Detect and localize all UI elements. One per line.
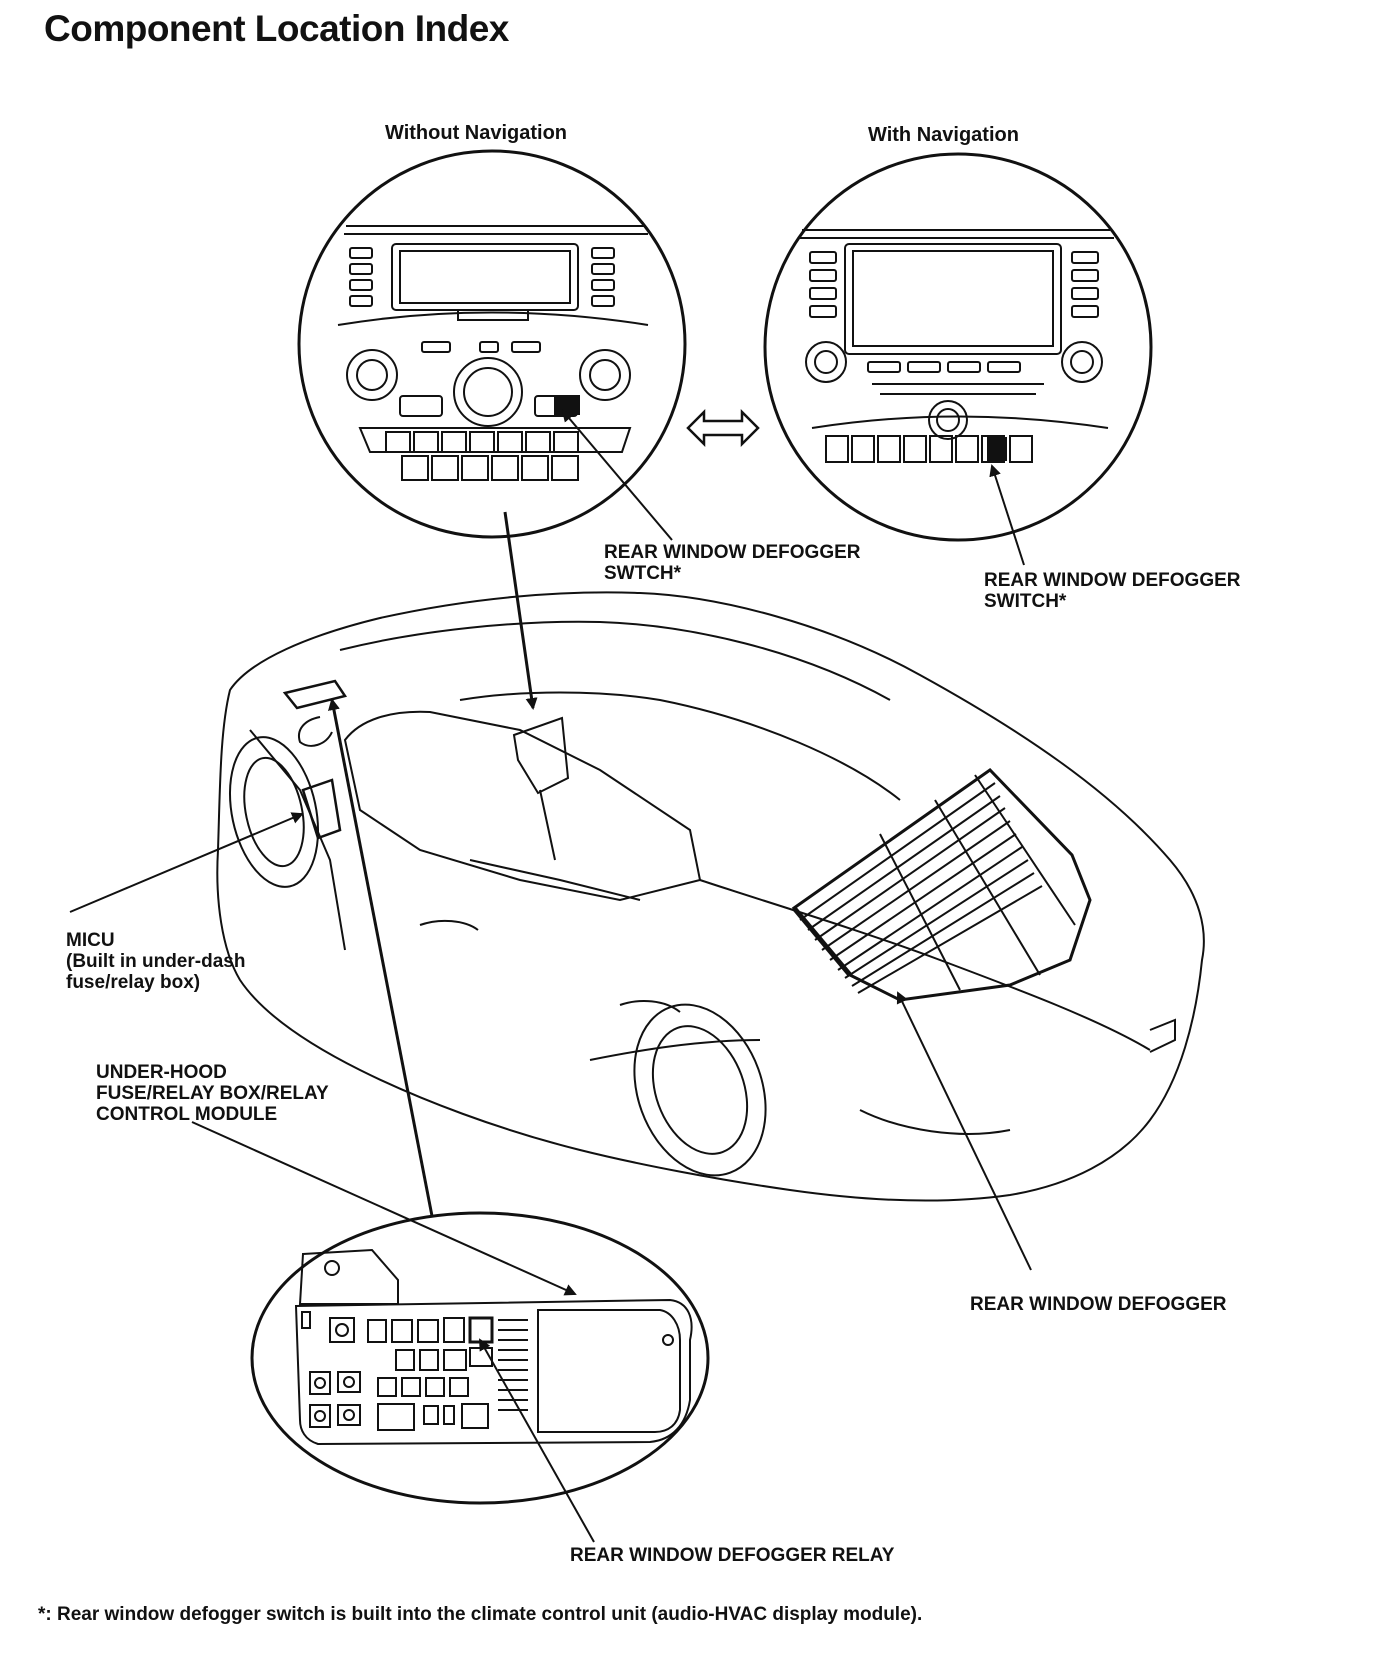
label-line: MICU (66, 930, 115, 951)
label-line: CONTROL MODULE (96, 1104, 278, 1125)
page-title: Component Location Index (44, 8, 509, 49)
label-line: REAR WINDOW DEFOGGER (984, 570, 1241, 591)
label-line: fuse/relay box) (66, 972, 201, 993)
underhood-box-icon (282, 679, 348, 710)
footnote: *: Rear window defogger switch is built … (38, 1604, 923, 1625)
label-line: (Built in under-dash (66, 951, 246, 972)
subtitle-without-navigation: Without Navigation (385, 122, 568, 144)
without-navigation-callout (297, 149, 687, 539)
label-line: SWTCH* (604, 563, 682, 584)
label-rear-window-defogger: REAR WINDOW DEFOGGER (970, 1294, 1227, 1315)
micu-box-icon (301, 778, 342, 840)
label-rear-window-defogger-relay: REAR WINDOW DEFOGGER RELAY (570, 1545, 895, 1566)
double-arrow-icon (686, 408, 760, 448)
label-line: FUSE/RELAY BOX/RELAY (96, 1083, 329, 1104)
label-line: SWITCH* (984, 591, 1067, 612)
subtitle-with-navigation: With Navigation (868, 124, 1019, 146)
label-micu: MICU (Built in under-dash fuse/relay box… (66, 930, 245, 993)
label-rear-window-defogger-switch-without-nav: REAR WINDOW DEFOGGER SWTCH* (604, 542, 861, 584)
with-navigation-callout (763, 152, 1153, 542)
rear-window-defogger-grid (791, 768, 1092, 1002)
label-under-hood-fuse-relay-box: UNDER-HOOD FUSE/RELAY BOX/RELAY CONTROL … (96, 1062, 329, 1125)
label-rear-window-defogger-switch-with-nav: REAR WINDOW DEFOGGER SWITCH* (984, 570, 1241, 612)
underhood-fuse-box-callout (250, 1211, 710, 1505)
dash-location-marker (512, 716, 570, 795)
label-line: REAR WINDOW DEFOGGER (604, 542, 861, 563)
label-line: UNDER-HOOD (96, 1062, 227, 1083)
